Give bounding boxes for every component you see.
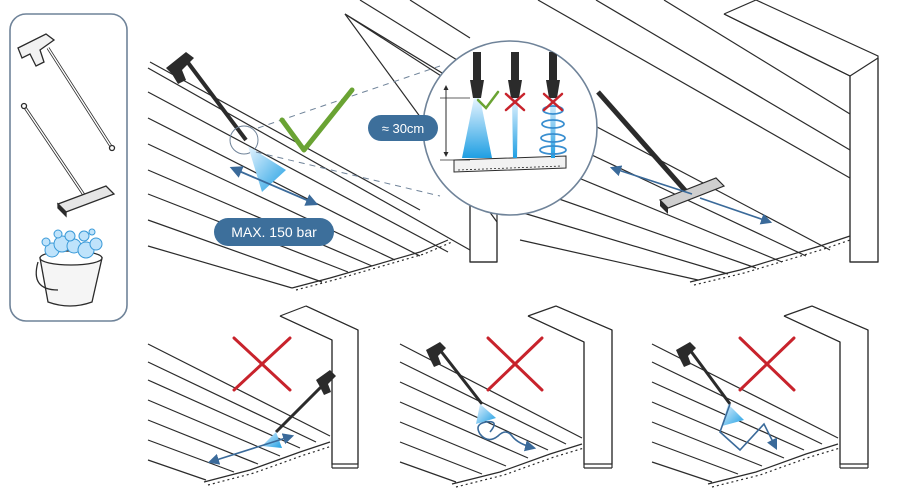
nozzle-wrong-jet: [508, 52, 522, 158]
deck-scene-washer-circular: [399, 305, 613, 488]
soap-bucket-icon: [35, 228, 103, 307]
deck-brush-icon: [20, 102, 116, 218]
deck-scene-washer-cross-direction: [147, 305, 359, 486]
nozzle-correct: [462, 52, 492, 158]
svg-text:MAX. 150 bar: MAX. 150 bar: [231, 224, 317, 240]
pressure-washer-lance-icon: [426, 342, 537, 452]
distance-label: ≈ 30cm: [368, 115, 438, 141]
pressure-label: MAX. 150 bar: [214, 218, 334, 246]
nozzle-zoom-circle: [422, 40, 598, 216]
cross-mark-icon: [542, 92, 564, 112]
deck-scene-washer-zigzag: [651, 305, 869, 488]
cross-mark-icon: [738, 336, 796, 392]
tools-panel: [9, 13, 128, 322]
svg-text:≈ 30cm: ≈ 30cm: [382, 121, 425, 136]
pressure-washer-lance-icon: [207, 370, 336, 465]
cross-mark-icon: [232, 336, 292, 392]
check-mark-icon: [476, 90, 500, 110]
deck-brush-icon: [596, 90, 773, 225]
pressure-washer-lance-icon: [17, 33, 116, 152]
cross-mark-icon: [486, 336, 544, 392]
cross-mark-icon: [504, 92, 526, 112]
pressure-washer-lance-icon: [166, 52, 319, 206]
zoom-guide-lines: [255, 65, 441, 197]
check-mark-icon: [279, 87, 355, 153]
pressure-washer-lance-icon: [676, 342, 778, 452]
